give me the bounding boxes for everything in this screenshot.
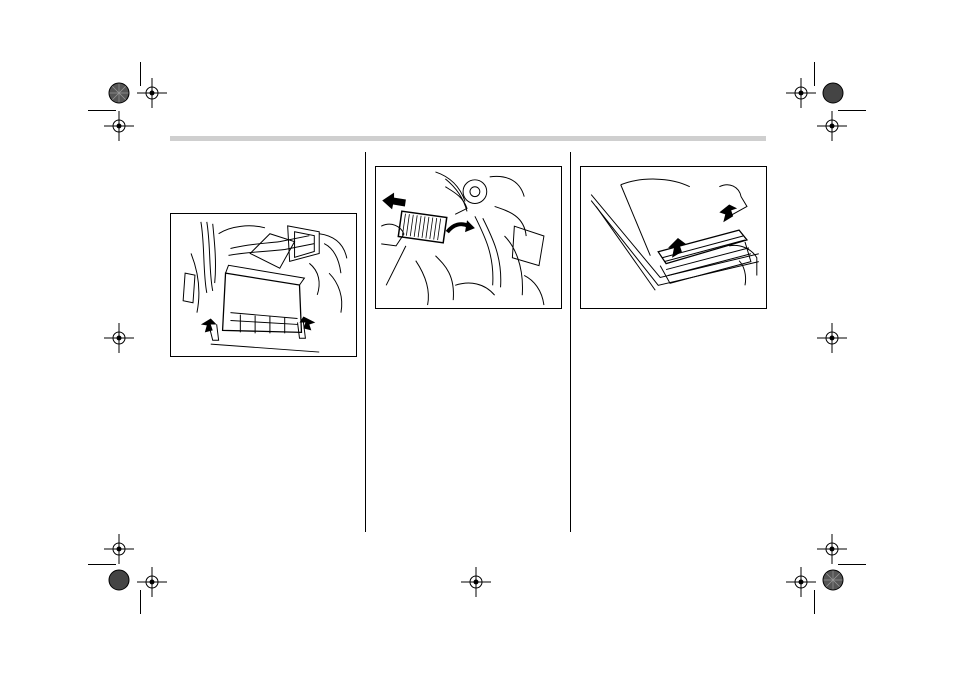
column-divider-left bbox=[365, 152, 366, 532]
crop-mark bbox=[88, 564, 116, 565]
registration-crosshair-icon bbox=[786, 567, 816, 597]
registration-crosshair-icon bbox=[104, 323, 134, 353]
registration-crosshair-icon bbox=[817, 323, 847, 353]
color-target-icon bbox=[822, 82, 844, 104]
air-cleaner-case-clips-illustration-icon bbox=[171, 214, 356, 356]
registration-crosshair-icon bbox=[817, 534, 847, 564]
registration-crosshair-icon bbox=[786, 78, 816, 108]
registration-crosshair-icon bbox=[104, 534, 134, 564]
registration-crosshair-icon bbox=[137, 78, 167, 108]
air-filter-installation-illustration-icon bbox=[581, 167, 766, 308]
crop-mark bbox=[814, 62, 815, 86]
crop-mark bbox=[814, 590, 815, 614]
figure-filter-removal bbox=[375, 166, 562, 309]
figure-air-cleaner-clips bbox=[170, 213, 357, 357]
color-target-icon bbox=[822, 569, 844, 591]
crop-mark bbox=[88, 110, 116, 111]
crop-mark bbox=[140, 590, 141, 614]
registration-crosshair-icon bbox=[817, 111, 847, 141]
crop-mark bbox=[140, 62, 141, 86]
registration-crosshair-icon bbox=[461, 567, 491, 597]
color-target-icon bbox=[108, 569, 130, 591]
air-filter-element-removal-illustration-icon bbox=[376, 167, 561, 308]
crop-mark bbox=[838, 110, 866, 111]
crop-mark bbox=[838, 564, 866, 565]
color-target-icon bbox=[108, 82, 130, 104]
header-rule bbox=[170, 136, 766, 141]
column-divider-right bbox=[570, 152, 571, 532]
registration-crosshair-icon bbox=[104, 111, 134, 141]
registration-crosshair-icon bbox=[137, 567, 167, 597]
figure-filter-installation bbox=[580, 166, 767, 309]
